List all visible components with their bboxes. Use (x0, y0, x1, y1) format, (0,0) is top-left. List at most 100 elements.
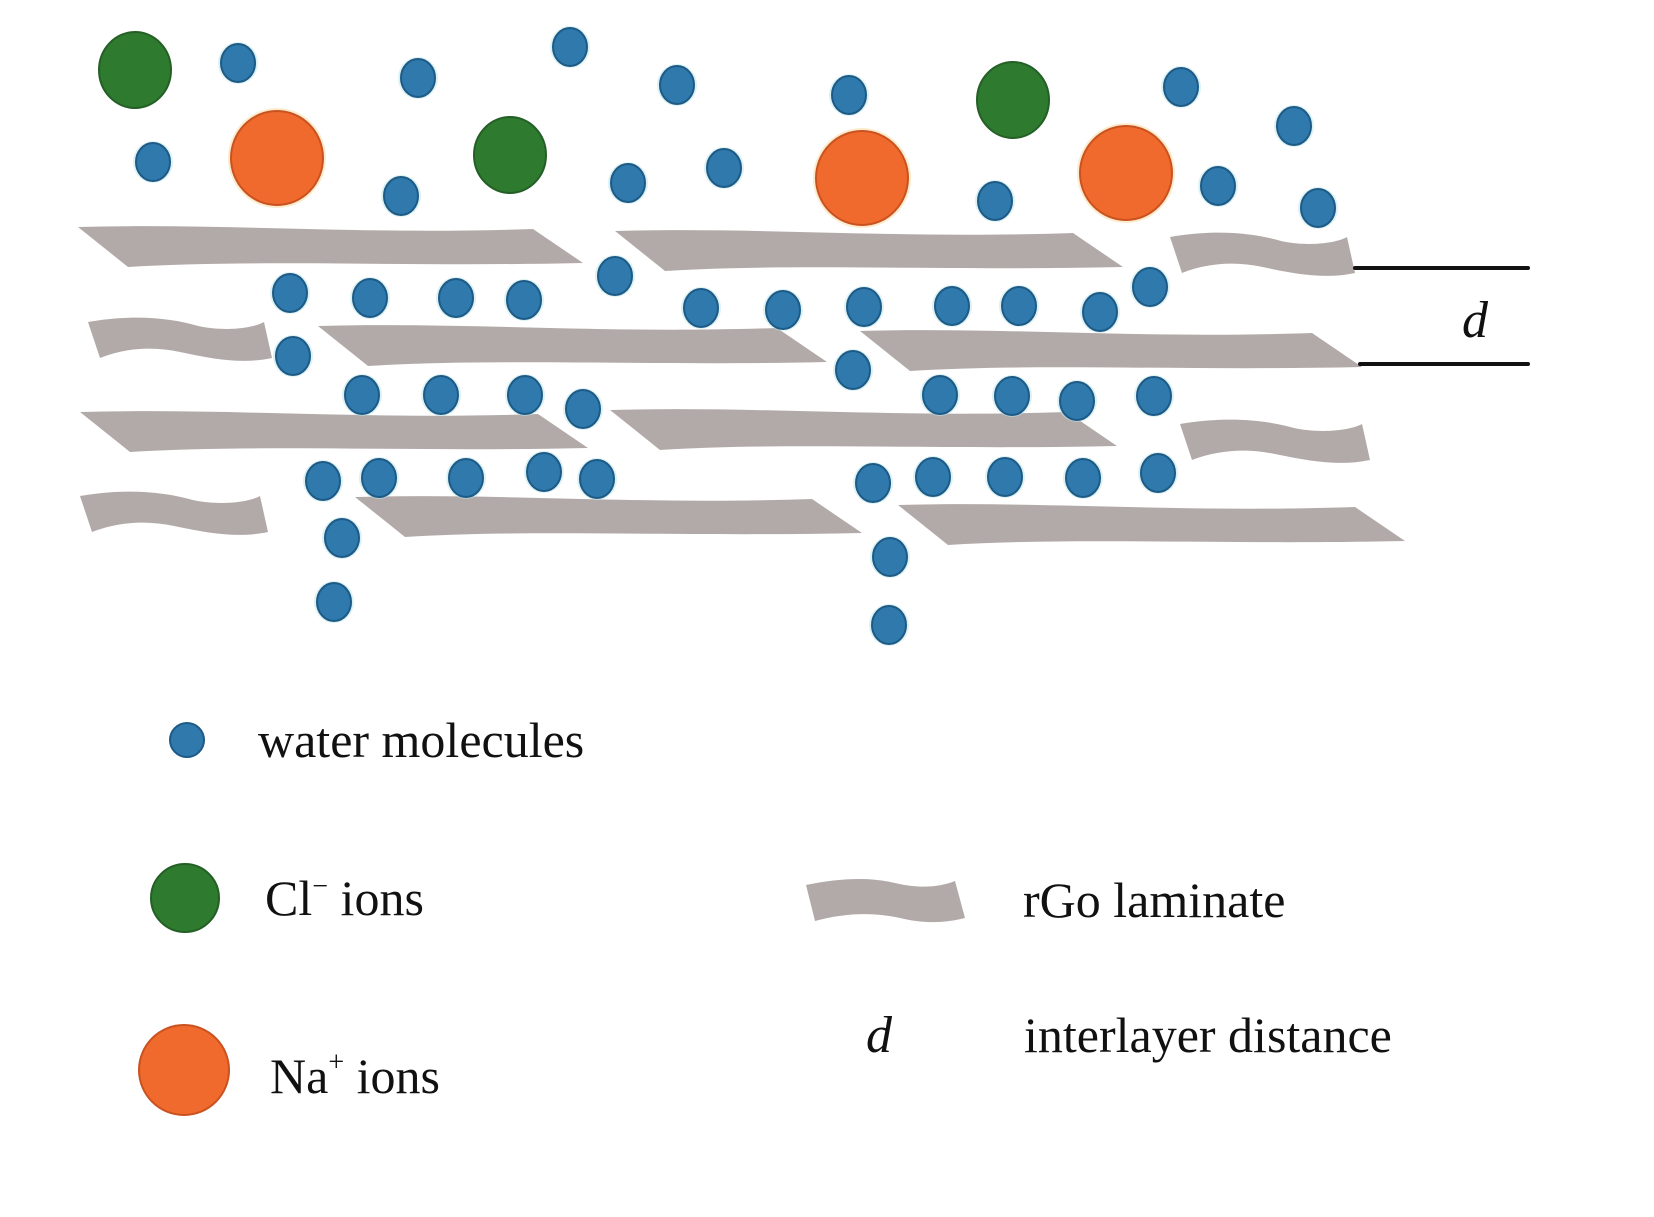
legend-interlayer-symbol: d (866, 1007, 893, 1064)
legend-label-sodium: Na+ ions (270, 1047, 440, 1104)
rgo-laminate-sheet (860, 330, 1362, 371)
rgo-laminate-sheet (615, 230, 1123, 271)
water-molecule (1298, 187, 1338, 229)
water-molecule (505, 374, 545, 416)
water-molecule (1134, 375, 1174, 417)
legend-item-laminate: rGo laminate (806, 872, 1285, 928)
sodium-ion-body (815, 130, 909, 226)
water-molecule-body (994, 376, 1030, 416)
water-molecule (853, 462, 893, 504)
water-molecule-body (1059, 381, 1095, 421)
ions (98, 31, 1175, 228)
water-molecule (932, 285, 972, 327)
water-molecule-body (423, 375, 459, 415)
legend-item-water: water molecules (169, 712, 584, 768)
water-molecule-body (922, 375, 958, 415)
water-molecule (446, 457, 486, 499)
water-molecule-body (1001, 286, 1037, 326)
legend-item-chloride: Cl− ions (150, 863, 424, 933)
interlayer-distance-marker: d (1353, 266, 1530, 366)
sodium-ion-legend-icon (138, 1024, 230, 1116)
water-molecule-body (1136, 376, 1172, 416)
water-molecule-body (579, 459, 615, 499)
water-molecule-body (610, 163, 646, 203)
rgo-laminate-sheet (898, 504, 1405, 545)
interlayer-distance-label: d (1462, 292, 1489, 349)
water-molecule (763, 289, 803, 331)
rgo-laminate-sheet (1180, 419, 1370, 463)
legend-label-chloride: Cl− ions (265, 870, 424, 926)
water-molecule-body (305, 461, 341, 501)
water-molecule-body (1065, 458, 1101, 498)
water-molecule-body (1082, 292, 1118, 332)
water-molecule-legend-icon (169, 722, 205, 758)
rgo-laminate-sheet (1170, 232, 1355, 276)
water-molecule (913, 456, 953, 498)
water-molecule (322, 517, 362, 559)
water-molecule-body (977, 181, 1013, 221)
chloride-symbol: Cl (265, 870, 312, 926)
water-molecule (350, 277, 390, 319)
water-molecule (608, 162, 648, 204)
water-molecule (829, 74, 869, 116)
water-molecule-body (934, 286, 970, 326)
water-molecule-body (324, 518, 360, 558)
water-molecule (270, 272, 310, 314)
water-molecule-body (438, 278, 474, 318)
water-molecule-body (352, 278, 388, 318)
water-molecule (577, 458, 617, 500)
legend-label-interlayer: interlayer distance (1024, 1007, 1392, 1063)
legend-item-interlayer: d interlayer distance (866, 1007, 1392, 1064)
water-molecule (1198, 165, 1238, 207)
water-molecule (870, 536, 910, 578)
water-molecule (398, 57, 438, 99)
water-molecule-body (552, 27, 588, 67)
legend: water molecules Cl− ions Na+ ions rGo la… (138, 712, 1392, 1116)
water-molecule-body (706, 148, 742, 188)
rgo-laminate-sheet (80, 491, 268, 535)
water-molecule (218, 42, 258, 84)
legend-label-laminate: rGo laminate (1023, 872, 1285, 928)
water-molecule-body (1140, 453, 1176, 493)
rgo-laminate-sheet (88, 317, 272, 361)
water-molecule (550, 26, 590, 68)
water-molecule-body (344, 375, 380, 415)
water-molecule-body (1300, 188, 1336, 228)
water-molecule-body (361, 458, 397, 498)
water-molecule (342, 374, 382, 416)
water-molecule (704, 147, 744, 189)
water-molecule (992, 375, 1032, 417)
water-molecule-body (383, 176, 419, 216)
water-molecule-body (507, 375, 543, 415)
water-molecule (563, 388, 603, 430)
sodium-ion (1077, 123, 1175, 223)
chloride-ion (473, 116, 547, 194)
water-molecule (657, 64, 697, 106)
water-molecule-body (871, 605, 907, 645)
water-molecule (504, 279, 544, 321)
water-molecule (421, 374, 461, 416)
sodium-charge: + (328, 1047, 344, 1078)
water-molecule (314, 581, 354, 623)
water-molecules (133, 26, 1338, 646)
water-molecule (1274, 105, 1314, 147)
water-molecule (1130, 266, 1170, 308)
water-molecule (985, 456, 1025, 498)
water-molecule-body (272, 273, 308, 313)
rgo-laminate-sheet (78, 226, 583, 267)
water-molecule-body (855, 463, 891, 503)
water-molecule (999, 285, 1039, 327)
water-molecule (975, 180, 1015, 222)
water-molecule (273, 335, 313, 377)
water-molecule-body (597, 256, 633, 296)
legend-label-water: water molecules (258, 712, 584, 768)
water-molecule (595, 255, 635, 297)
rgo-laminate-sheet (610, 409, 1117, 450)
sodium-ion (228, 108, 326, 208)
water-molecule-body (565, 389, 601, 429)
water-molecule-body (316, 582, 352, 622)
water-molecule-body (135, 142, 171, 182)
water-molecule (833, 349, 873, 391)
water-molecule-body (765, 290, 801, 330)
